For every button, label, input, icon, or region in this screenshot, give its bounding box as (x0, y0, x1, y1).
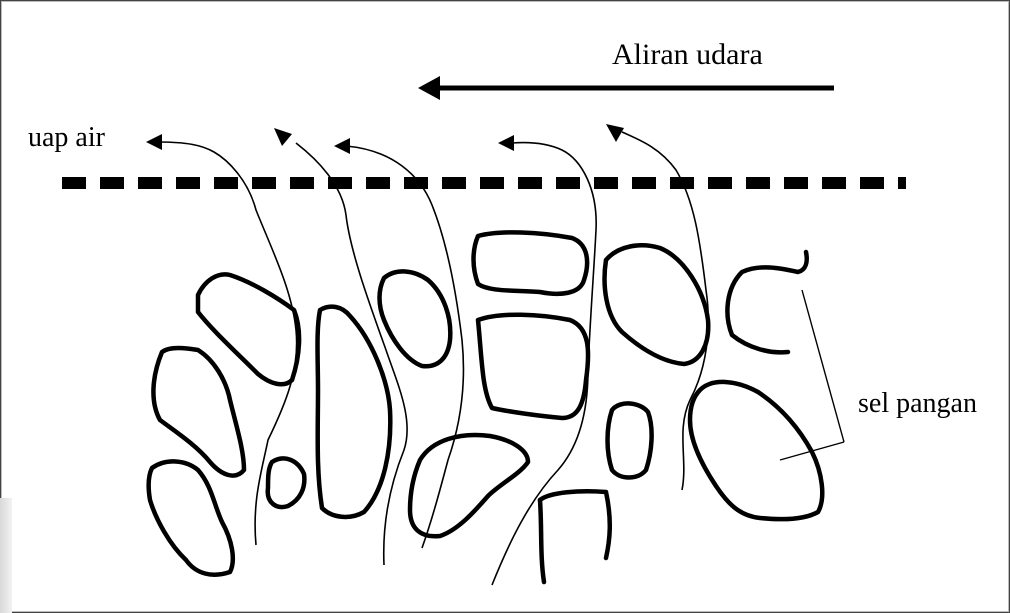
vapor-arrowhead (334, 138, 350, 154)
food-cell (605, 245, 709, 364)
food-cell (149, 461, 233, 574)
food-cell (153, 348, 244, 476)
food-cell (410, 435, 528, 536)
leader-line (780, 442, 844, 460)
food-cell (474, 232, 588, 293)
vapor-arrowheads (146, 124, 624, 154)
food-cell (690, 382, 822, 519)
food-cell (198, 274, 299, 384)
vapor-path (296, 143, 407, 565)
vapor-arrowhead (146, 134, 162, 150)
vapor-path (346, 146, 463, 548)
food-cell (608, 403, 652, 477)
food-cell (727, 252, 806, 352)
vapor-arrowhead (498, 135, 514, 151)
vapor-arrowhead (274, 128, 292, 146)
food-cell (478, 315, 588, 418)
food-cell-label: sel pangan (858, 390, 977, 418)
vapor-arrowhead (606, 124, 624, 142)
water-vapor-label: uap air (28, 124, 105, 152)
food-cell (318, 307, 391, 517)
cell-label-leaders (780, 290, 844, 460)
leader-line (802, 290, 844, 442)
food-cell (268, 458, 305, 507)
air-flow-arrow (418, 76, 834, 100)
air-flow-label: Aliran udara (612, 40, 763, 70)
vapor-path (492, 143, 596, 585)
food-cell (540, 500, 544, 582)
food-cell (380, 271, 451, 366)
food-cells (149, 232, 823, 582)
food-cell (540, 491, 610, 558)
